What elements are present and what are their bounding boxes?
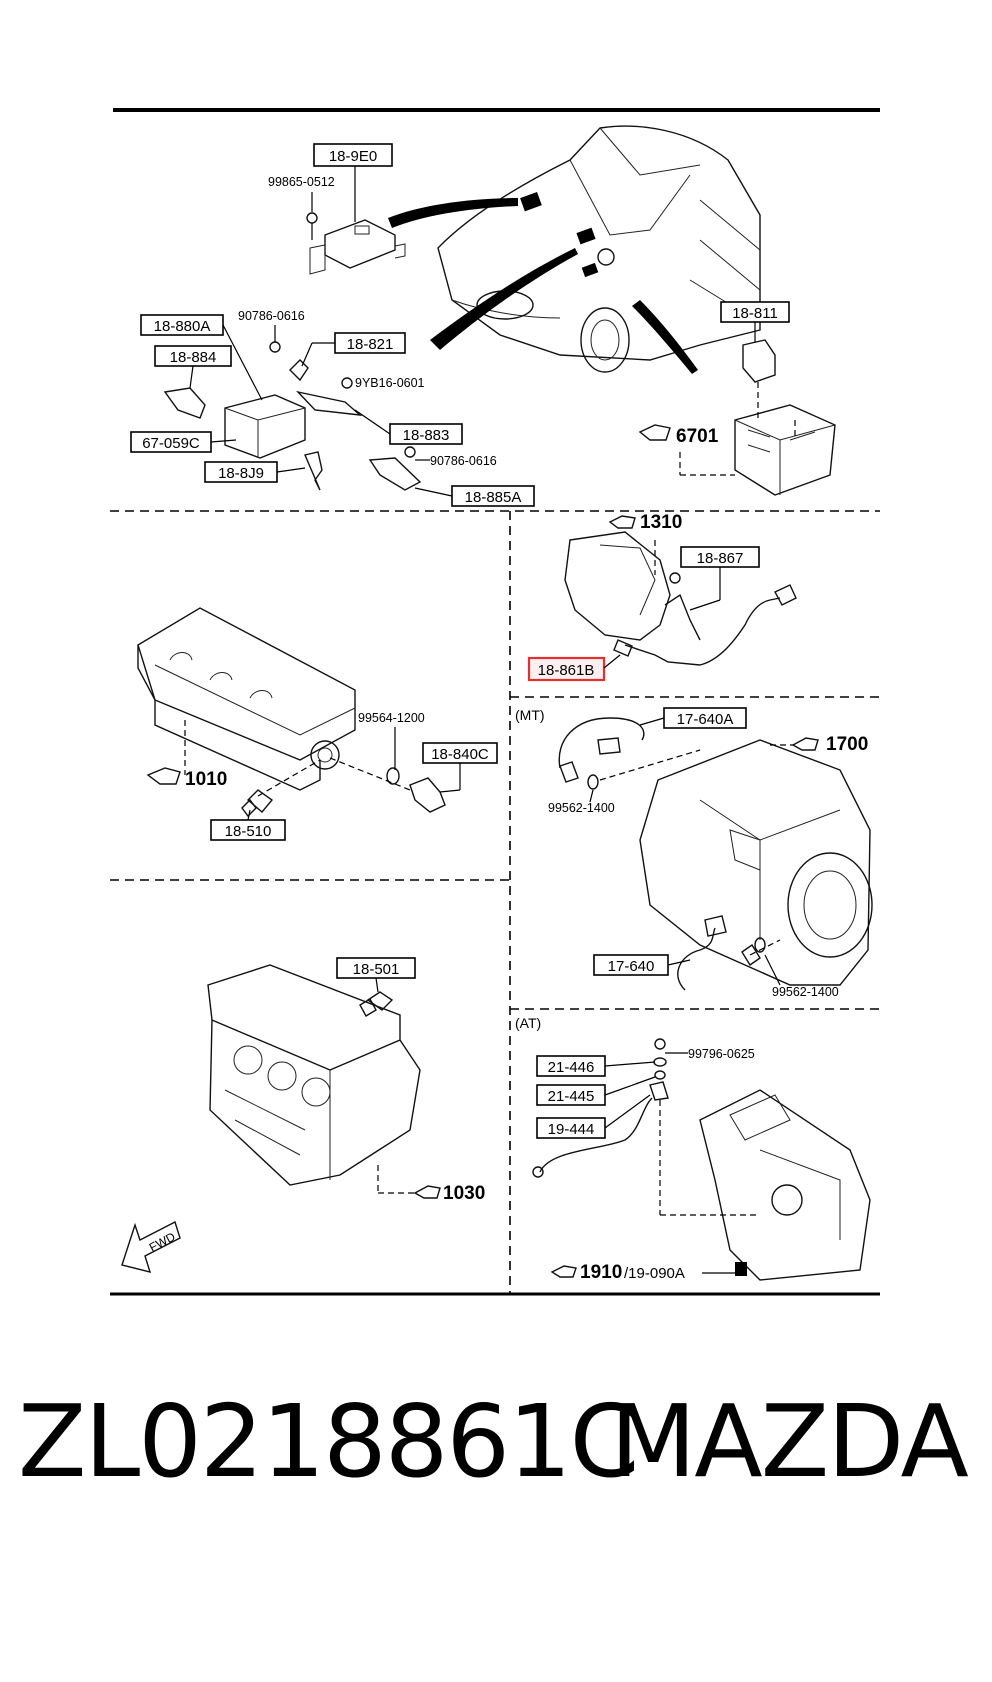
- ref-1030: 1030: [443, 1183, 485, 1204]
- label-17-640: 17-640: [608, 958, 655, 975]
- automatic-transaxle: [699, 1089, 871, 1281]
- label-90786-0616-a: 90786-0616: [238, 309, 305, 323]
- o2-sensor-harness: [613, 572, 797, 666]
- ref-arrow-1700: [791, 737, 819, 751]
- temp-sender-18-501: [359, 991, 394, 1017]
- ref-arrow-6701: [638, 424, 671, 441]
- ref-1310: 1310: [640, 512, 682, 533]
- label-18-885a: 18-885A: [465, 489, 522, 506]
- speed-sensor-17-640a: [558, 717, 701, 790]
- label-18-867: 18-867: [697, 550, 744, 567]
- highlight-18-861b: [527, 656, 606, 682]
- ref-6701: 6701: [676, 426, 719, 447]
- part-number: ZL0218861C: [18, 1383, 639, 1500]
- ref-1700: 1700: [826, 734, 868, 755]
- ref-arrow-1030: [413, 1185, 441, 1199]
- inhibitor-switch: [532, 1038, 760, 1216]
- label-99865-0512: 99865-0512: [268, 175, 335, 189]
- label-99562-1400-a: 99562-1400: [548, 801, 615, 815]
- section-at: (AT): [515, 1015, 541, 1031]
- ref-1010: 1010: [185, 769, 227, 790]
- speed-sensor-17-640: [677, 915, 781, 991]
- label-19-444: 19-444: [548, 1121, 595, 1138]
- section-mt: (MT): [515, 707, 545, 723]
- label-17-640a: 17-640A: [677, 711, 734, 728]
- label-18-883: 18-883: [403, 427, 450, 444]
- ref-arrow-1310: [608, 515, 636, 529]
- label-18-8j9: 18-8J9: [218, 465, 264, 482]
- label-18-884: 18-884: [170, 349, 217, 366]
- pointer-arrow-3: [632, 300, 698, 374]
- label-18-9e0: 18-9E0: [329, 148, 377, 165]
- manual-transaxle: [639, 739, 873, 986]
- ref-arrow-1910: [550, 1265, 577, 1278]
- label-18-880a: 18-880A: [154, 318, 211, 335]
- ref-arrow-1010: [146, 767, 181, 785]
- ecu-cluster: [163, 341, 422, 491]
- label-99796-0625: 99796-0625: [688, 1047, 755, 1061]
- temp-sensor-18-510: [241, 759, 321, 818]
- footer: ZL0218861C MAZDA: [18, 1372, 978, 1512]
- ref-1910: 1910: [580, 1262, 622, 1283]
- label-18-840c: 18-840C: [431, 746, 489, 763]
- label-18-811: 18-811: [732, 305, 778, 322]
- engine-block: [207, 964, 421, 1186]
- label-99564-1200: 99564-1200: [358, 711, 425, 725]
- label-18-510: 18-510: [225, 823, 272, 840]
- label-99562-1400-b: 99562-1400: [772, 985, 839, 999]
- timing-cover: [564, 531, 671, 641]
- label-90786-0616-b: 90786-0616: [430, 454, 497, 468]
- fwd-arrow: FWD: [121, 1220, 181, 1273]
- sensor-18-840c: [329, 757, 446, 813]
- label-67-059c: 67-059C: [142, 435, 200, 452]
- label-18-821: 18-821: [347, 336, 394, 353]
- cylinder-head: [137, 607, 356, 791]
- ref-19-090a: /19-090A: [624, 1265, 685, 1282]
- car-illustration: [437, 125, 761, 373]
- label-18-861b: 18-861B: [538, 662, 595, 679]
- label-9yb16-0601: 9YB16-0601: [355, 376, 425, 390]
- pointer-arrow-1: [388, 198, 518, 228]
- label-21-445: 21-445: [548, 1088, 595, 1105]
- label-18-501: 18-501: [353, 961, 400, 978]
- fwd-label: FWD: [147, 1229, 178, 1254]
- pointer-arrow-2: [430, 248, 578, 350]
- relay-box: [734, 339, 836, 496]
- parts-diagram: 18-9E0 99865-0512 18-880A 90786-0616 18-…: [110, 108, 880, 1296]
- label-21-446: 21-446: [548, 1059, 595, 1076]
- control-unit-189e0: [306, 212, 406, 275]
- brand-name: MAZDA: [610, 1383, 969, 1500]
